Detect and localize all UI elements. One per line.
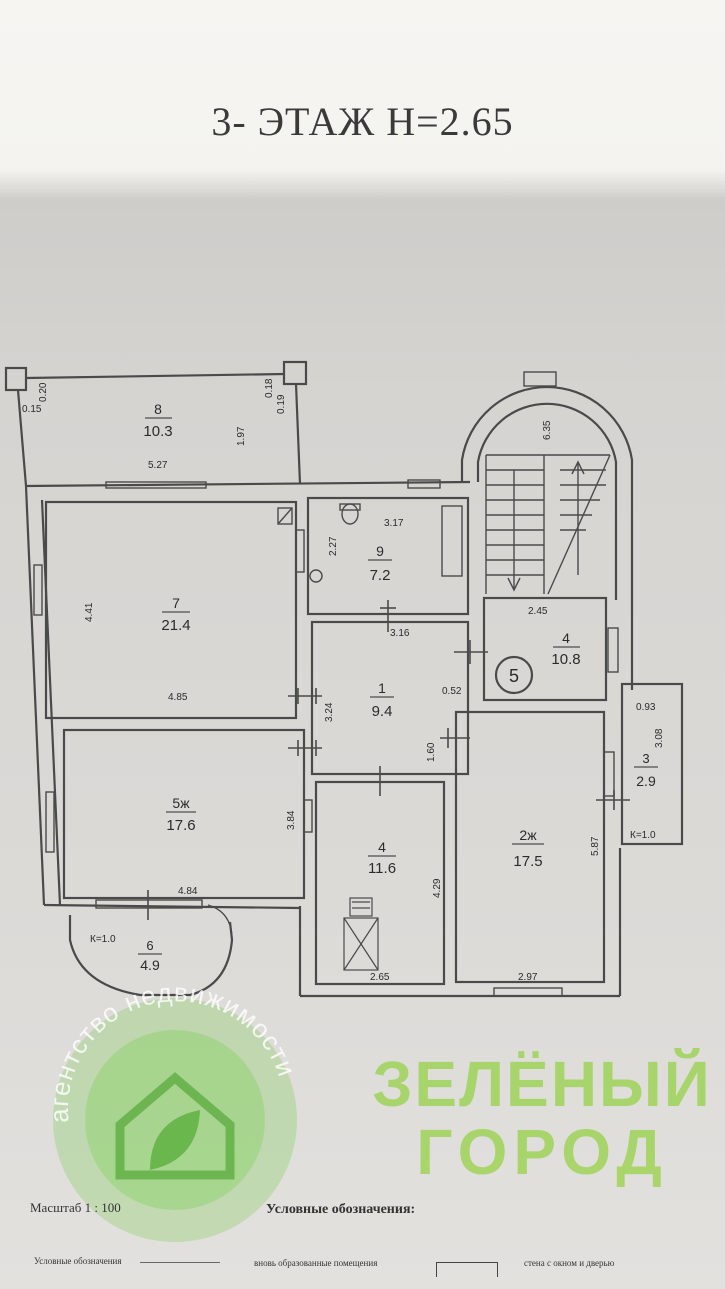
room-9-number: 9 (376, 543, 384, 559)
room-7-number: 7 (172, 595, 180, 611)
room-4b-area: 11.6 (368, 860, 396, 877)
legend-line-symbol (140, 1262, 220, 1263)
small-stair (343, 897, 379, 971)
stair-marker-circle (494, 655, 534, 695)
watermark-brand: ЗЕЛЁНЫЙ ГОРОД (362, 1052, 722, 1184)
room-9-area: 7.2 (370, 567, 391, 584)
legend-item-2: вновь образованные помещения (254, 1258, 378, 1268)
corner-post-right (282, 360, 308, 386)
windows (33, 371, 619, 997)
legend-wall-symbol (436, 1262, 498, 1277)
dim-052: 0.52 (442, 686, 462, 697)
dim-635: 6.35 (542, 420, 553, 440)
room-1-outline (310, 620, 470, 776)
room-5-outline (62, 728, 306, 900)
room-6-area: 4.9 (140, 957, 160, 973)
dim-316: 3.16 (390, 628, 410, 639)
room-5-area: 17.6 (166, 817, 195, 834)
plan-walls (4, 360, 684, 998)
room-1-area: 9.4 (372, 703, 393, 720)
dim-297: 2.97 (518, 972, 538, 983)
room-4a-outline (482, 596, 608, 702)
room-8-area: 10.3 (143, 423, 172, 440)
room-4a-area: 10.8 (551, 651, 580, 668)
legend-title: Условные обозначения: (266, 1202, 416, 1217)
door-marks (147, 600, 630, 920)
room-2-outline (454, 710, 606, 984)
room-8-number: 8 (154, 401, 162, 417)
room-5-number: 5ж (172, 795, 190, 811)
dim-308: 3.08 (654, 728, 665, 748)
room-1-number: 1 (378, 680, 386, 696)
corner-post-left (4, 366, 28, 392)
dim-484: 4.84 (178, 886, 198, 897)
dim-k1b: К=1.0 (90, 934, 116, 945)
room-7-outline (44, 500, 298, 720)
leaf-icon (150, 1110, 200, 1170)
dim-019: 0.19 (276, 394, 287, 414)
dim-015: 0.15 (22, 404, 42, 415)
room-2-area: 17.5 (513, 853, 542, 870)
dim-160: 1.60 (426, 742, 437, 762)
floor-title: 3- ЭТАЖ Н=2.65 (211, 99, 514, 144)
brand-line-2: ГОРОД (416, 1116, 668, 1188)
room-3-outline (620, 682, 684, 846)
room-4b-outline (314, 780, 446, 986)
dim-384: 3.84 (286, 810, 297, 830)
dimension-labels: 0.15 0.20 0.18 0.19 1.97 5.27 4.41 4.85 … (22, 378, 665, 983)
dim-429: 4.29 (432, 878, 443, 898)
room-7-area: 21.4 (161, 617, 190, 634)
dim-324: 3.24 (324, 702, 335, 722)
room-2-number: 2ж (519, 827, 537, 843)
room-4b-number: 4 (378, 839, 386, 855)
stair-marker-number: 5 (509, 666, 519, 686)
dim-093: 0.93 (636, 702, 656, 713)
dim-227: 2.27 (328, 536, 339, 556)
stair-tower-outer (460, 385, 634, 690)
sanitary-fixtures (277, 503, 463, 583)
room-6-outline (68, 915, 234, 997)
room-3-number: 3 (642, 751, 649, 766)
dim-265: 2.65 (370, 972, 390, 983)
dim-197: 1.97 (236, 426, 247, 446)
legend-item-1: Условные обозначения (34, 1256, 122, 1266)
stair-tower-inner (476, 402, 618, 600)
brand-line-1: ЗЕЛЁНЫЙ (372, 1048, 712, 1120)
dim-587: 5.87 (590, 836, 601, 856)
dim-k1a: К=1.0 (630, 830, 656, 841)
room-3-area: 2.9 (636, 773, 656, 789)
dim-245: 2.45 (528, 606, 548, 617)
legend-scale: Масштаб 1 : 100 (30, 1200, 121, 1215)
room-6-number: 6 (146, 938, 153, 953)
house-icon (115, 1072, 235, 1180)
room-4a-number: 4 (562, 630, 570, 646)
dim-317: 3.17 (384, 518, 404, 529)
dim-018: 0.18 (264, 378, 275, 398)
dim-441: 4.41 (84, 602, 95, 622)
room-labels: 8 10.3 7 21.4 9 7.2 1 9.4 4 10.8 5ж 17.6… (138, 401, 658, 973)
dim-527: 5.27 (148, 460, 168, 471)
stairs (485, 454, 611, 595)
dim-020: 0.20 (38, 382, 49, 402)
legend-item-3: стена с окном и дверью (524, 1258, 615, 1268)
dim-485: 4.85 (168, 692, 188, 703)
